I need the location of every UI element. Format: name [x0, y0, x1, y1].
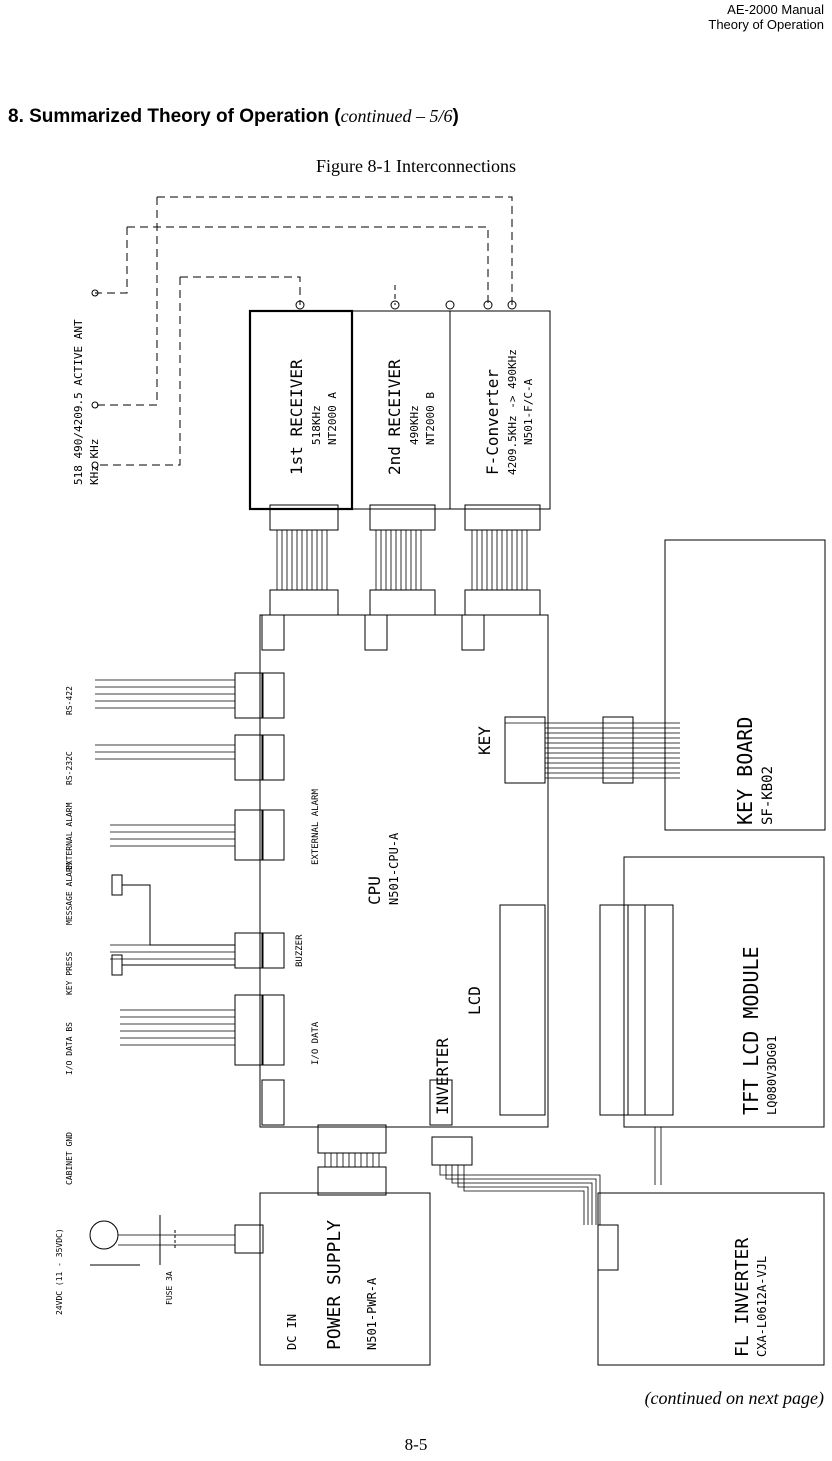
receiver1-freq: 518KHz [310, 405, 323, 445]
section-close: ) [452, 106, 459, 127]
figure-caption: Figure 8-1 Interconnections [316, 156, 516, 176]
lcd-module-model: LQ080V3DG01 [765, 1036, 779, 1115]
converter-model: N501-F/C-A [522, 378, 535, 445]
page-number: 8-5 [404, 1435, 428, 1454]
fl-inverter-box [597, 1192, 825, 1366]
antenna-cable-1 [157, 196, 513, 305]
lcd-module-box [623, 856, 825, 1128]
keyboard-box [664, 539, 826, 831]
receiver1-title: 1st RECEIVER [287, 359, 306, 475]
antenna-unit: KHz KHz [88, 439, 101, 485]
fl-inverter-model: CXA-L0612A-VJL [755, 1256, 769, 1357]
cpu-lcd-label: LCD [465, 986, 484, 1015]
converter-title: F-Converter [483, 369, 502, 475]
cpu-box [259, 614, 549, 1128]
io-data-bs-label: I/O DATA BS [65, 1022, 74, 1075]
receiver2-freq: 490KHz [408, 405, 421, 445]
cpu-key-label: KEY [475, 726, 494, 755]
antenna-label: 518 490/4209.5 ACTIVE ANT [72, 319, 85, 485]
receiver2-model: NT2000 B [424, 392, 437, 445]
power-input-label: 24VDC (11 - 35VDC) [55, 1228, 64, 1315]
continued-on-next-page: (continued on next page) [644, 1388, 824, 1408]
lcd-module-title: TFT LCD MODULE [739, 946, 763, 1115]
document-header: AE-2000 Manual Theory of Operation [708, 2, 824, 32]
interconnection-diagram: 518 490/4209.5 ACTIVE ANT KHz KHz 1st RE… [55, 196, 826, 1366]
manual-subtitle: Theory of Operation [708, 17, 824, 32]
power-supply-box [259, 1192, 431, 1366]
receiver1-model: NT2000 A [326, 392, 339, 445]
manual-title: AE-2000 Manual [727, 2, 824, 17]
ext-alarm-label: EXTERNAL ALARM [65, 802, 74, 870]
fuse-label: FUSE 3A [165, 1271, 174, 1305]
cpu-external-alarm-label: EXTERNAL ALARM [311, 789, 321, 865]
keyboard-model: SF-KB02 [760, 766, 776, 825]
key-press-label: KEY PRESS [65, 951, 74, 995]
antenna-cable-2 [127, 226, 489, 305]
power-supply-model: N501-PWR-A [365, 1277, 379, 1350]
receiver2-title: 2nd RECEIVER [385, 359, 404, 475]
cpu-inverter-label: INVERTER [433, 1038, 452, 1115]
cabinet-gnd-label: CABINET GND [65, 1132, 74, 1185]
keyboard-title: KEY BOARD [733, 717, 757, 825]
section-continued: continued – 5/6 [340, 106, 453, 126]
rs422-label: RS-422 [65, 686, 74, 715]
section-heading: 8. Summarized Theory of Operation (conti… [8, 106, 459, 128]
power-supply-title: POWER SUPPLY [324, 1220, 345, 1350]
converter-freq: 4209.5KHz -> 490KHz [506, 349, 519, 475]
power-supply-sub: DC IN [285, 1314, 299, 1350]
cpu-buzzer-label: BUZZER [295, 934, 305, 967]
cpu-model: N501-CPU-A [387, 832, 401, 905]
f-converter-box [449, 310, 551, 510]
message-alarm-label: MESSAGE ALARM [65, 862, 74, 925]
cpu-io-data-label: I/O DATA [311, 1021, 321, 1065]
section-title: 8. Summarized Theory of Operation ( [8, 106, 341, 127]
cpu-title: CPU [365, 876, 384, 905]
fl-inverter-title: FL INVERTER [732, 1238, 753, 1357]
rs232-label: RS-232C [65, 751, 74, 785]
